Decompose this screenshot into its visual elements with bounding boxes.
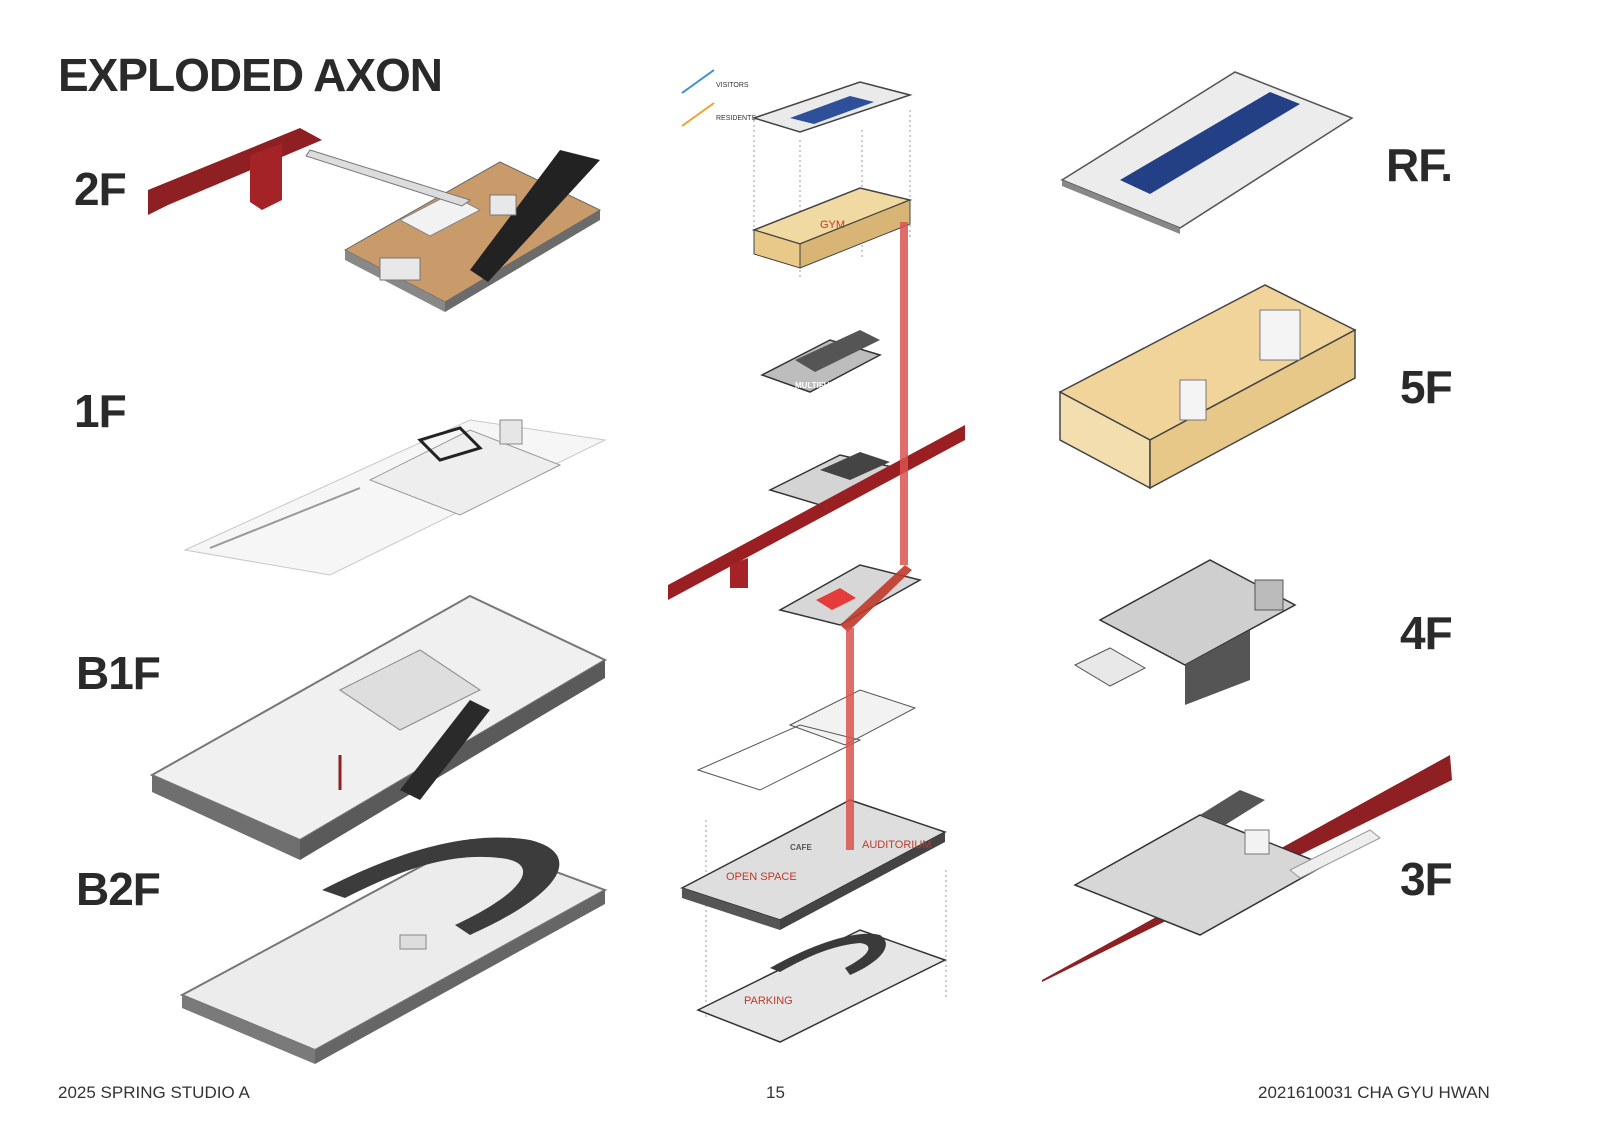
label-open-space: OPEN SPACE: [726, 871, 797, 883]
legend: VISITORS RESIDENTS: [681, 69, 756, 127]
floor-plan-2f: [148, 128, 602, 312]
stack-b1f: OPEN SPACE AUDITORIUM CAFE: [680, 799, 947, 930]
page-title: EXPLODED AXON: [58, 49, 443, 101]
label-parking: PARKING: [744, 995, 793, 1007]
floor-label-5f: 5F: [1400, 361, 1453, 413]
floor-label-4f: 4F: [1400, 607, 1453, 659]
floor-plan-4f: [1073, 559, 1297, 705]
circulation-core: [840, 222, 912, 850]
label-auditorium: AUDITORIUM: [862, 839, 931, 851]
label-cafe: CAFE: [790, 843, 812, 852]
stack-3f: [777, 564, 923, 626]
stack-multifunction: MULTIFUNCTION: [760, 330, 882, 393]
floor-label-2f: 2F: [74, 163, 127, 215]
floor-plan-5f: [1058, 284, 1357, 490]
stack-bridge: [668, 425, 965, 600]
floor-plan-b2f: [179, 837, 608, 1064]
floor-label-b1f: B1F: [76, 647, 161, 699]
footer-page-number: 15: [766, 1083, 785, 1102]
stack-gym: GYM: [751, 187, 913, 269]
floor-label-b2f: B2F: [76, 863, 161, 915]
floor-label-rf: RF.: [1386, 139, 1453, 191]
legend-residents: RESIDENTS: [716, 115, 756, 122]
floor-plan-b1f: [149, 594, 608, 860]
footer-course: 2025 SPRING STUDIO A: [58, 1083, 250, 1102]
floor-label-3f: 3F: [1400, 853, 1453, 905]
floor-plan-1f: [183, 419, 607, 576]
stack-1f: [696, 724, 862, 791]
label-multifunction: MULTIFUNCTION: [795, 381, 860, 390]
legend-visitors: VISITORS: [716, 82, 749, 89]
label-gym: GYM: [820, 219, 845, 231]
stack-rf: [751, 81, 913, 133]
floor-label-1f: 1F: [74, 385, 127, 437]
footer-author: 2021610031 CHA GYU HWAN: [1258, 1083, 1490, 1102]
floor-plan-rf: [1060, 71, 1354, 234]
floor-plan-3f: [1042, 755, 1452, 982]
stack-b2f: PARKING: [696, 929, 947, 1043]
